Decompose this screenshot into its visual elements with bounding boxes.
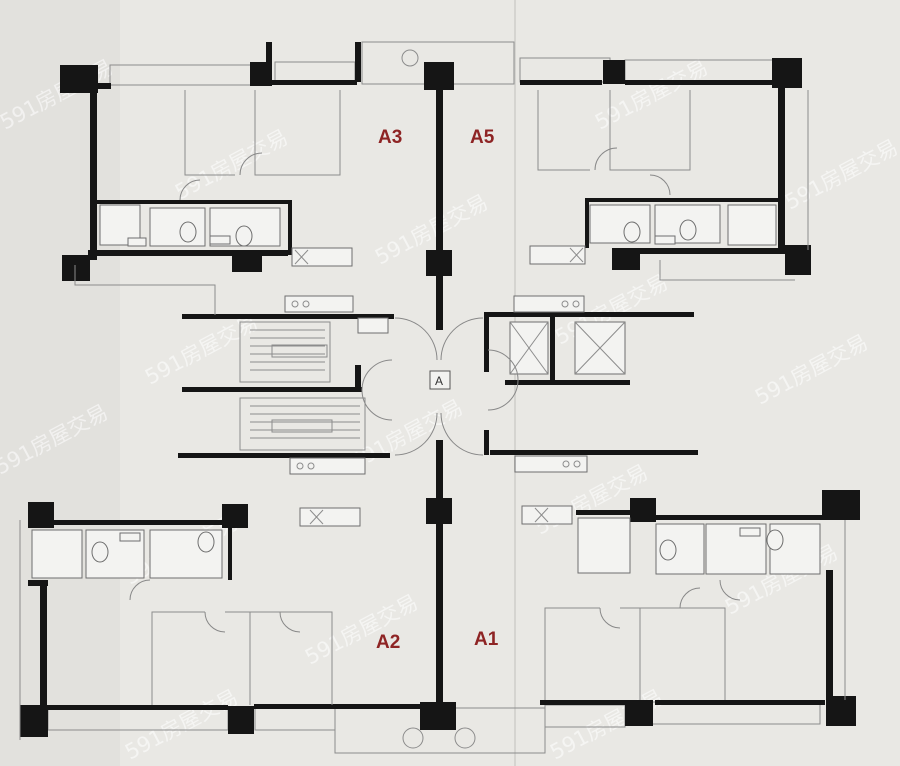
staircase bbox=[239, 321, 366, 451]
unit-a5: A5 bbox=[470, 80, 786, 265]
elevators bbox=[509, 321, 626, 375]
structural-columns bbox=[20, 58, 860, 737]
unit-a3: A3 bbox=[88, 42, 402, 267]
unit-label-a3: A3 bbox=[378, 127, 402, 148]
unit-a1: A1 bbox=[474, 505, 860, 705]
unit-label-a5: A5 bbox=[470, 127, 495, 148]
central-spine bbox=[436, 80, 443, 710]
unit-label-a1: A1 bbox=[474, 629, 499, 650]
outer-envelope bbox=[19, 90, 846, 740]
central-core: A bbox=[178, 295, 698, 475]
core-label: A bbox=[435, 374, 443, 388]
unit-label-a2: A2 bbox=[376, 632, 400, 653]
unit-a2: A2 bbox=[28, 507, 434, 710]
